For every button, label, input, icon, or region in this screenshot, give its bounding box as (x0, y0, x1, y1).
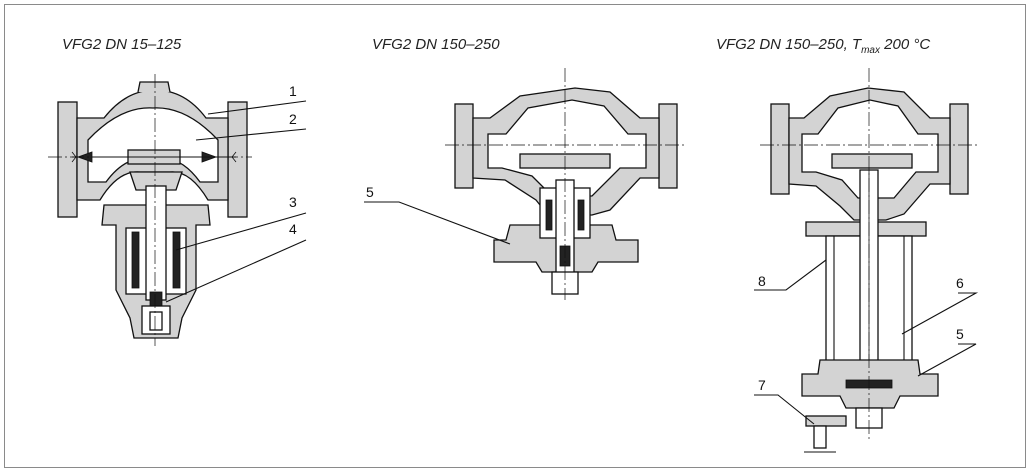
valve-dn15-125: 1 2 3 4 (48, 74, 307, 346)
leader-3 (175, 212, 307, 251)
label-7: 7 (758, 377, 766, 393)
spring-coil (131, 231, 181, 289)
body-cavity (487, 99, 647, 197)
label-1: 1 (289, 83, 297, 99)
left-flange (770, 103, 790, 195)
leader-4 (165, 239, 307, 303)
valve-dn150-250: 5 (364, 68, 685, 300)
right-flange (227, 101, 248, 218)
title-middle: VFG2 DN 150–250 (372, 36, 500, 53)
leader-1 (207, 100, 307, 115)
body-cavity (801, 99, 939, 199)
leader-2 (195, 128, 307, 141)
right-flange (949, 103, 969, 195)
figure-frame (4, 4, 1026, 468)
leader-8 (754, 259, 827, 291)
valve-cone (129, 171, 183, 191)
left-flange (454, 103, 474, 189)
valve-dn150-250-high-temp: 8 6 5 7 (754, 68, 980, 453)
body-top (137, 81, 171, 93)
spring-left (545, 199, 553, 231)
lower-cap-inner (149, 311, 163, 331)
right-flange (658, 103, 678, 189)
label-2: 2 (289, 111, 297, 127)
drain-valve (804, 415, 847, 453)
title-right: VFG2 DN 150–250, Tmax 200 °C (716, 36, 931, 56)
spring-right (577, 199, 585, 231)
leader-5-right (917, 343, 977, 377)
label-5-middle: 5 (366, 184, 374, 200)
label-5-right: 5 (956, 326, 964, 342)
leader-6 (901, 292, 979, 335)
label-6: 6 (956, 275, 964, 291)
leader-7 (754, 394, 815, 425)
title-left: VFG2 DN 15–125 (62, 36, 182, 53)
body-cavity (87, 107, 219, 183)
valve-stem-tube (145, 185, 167, 301)
leader-5 (364, 201, 511, 245)
stem-nut (149, 291, 163, 307)
valve-seat (831, 153, 913, 169)
label-8: 8 (758, 273, 766, 289)
label-4: 4 (289, 221, 297, 237)
label-3: 3 (289, 194, 297, 210)
